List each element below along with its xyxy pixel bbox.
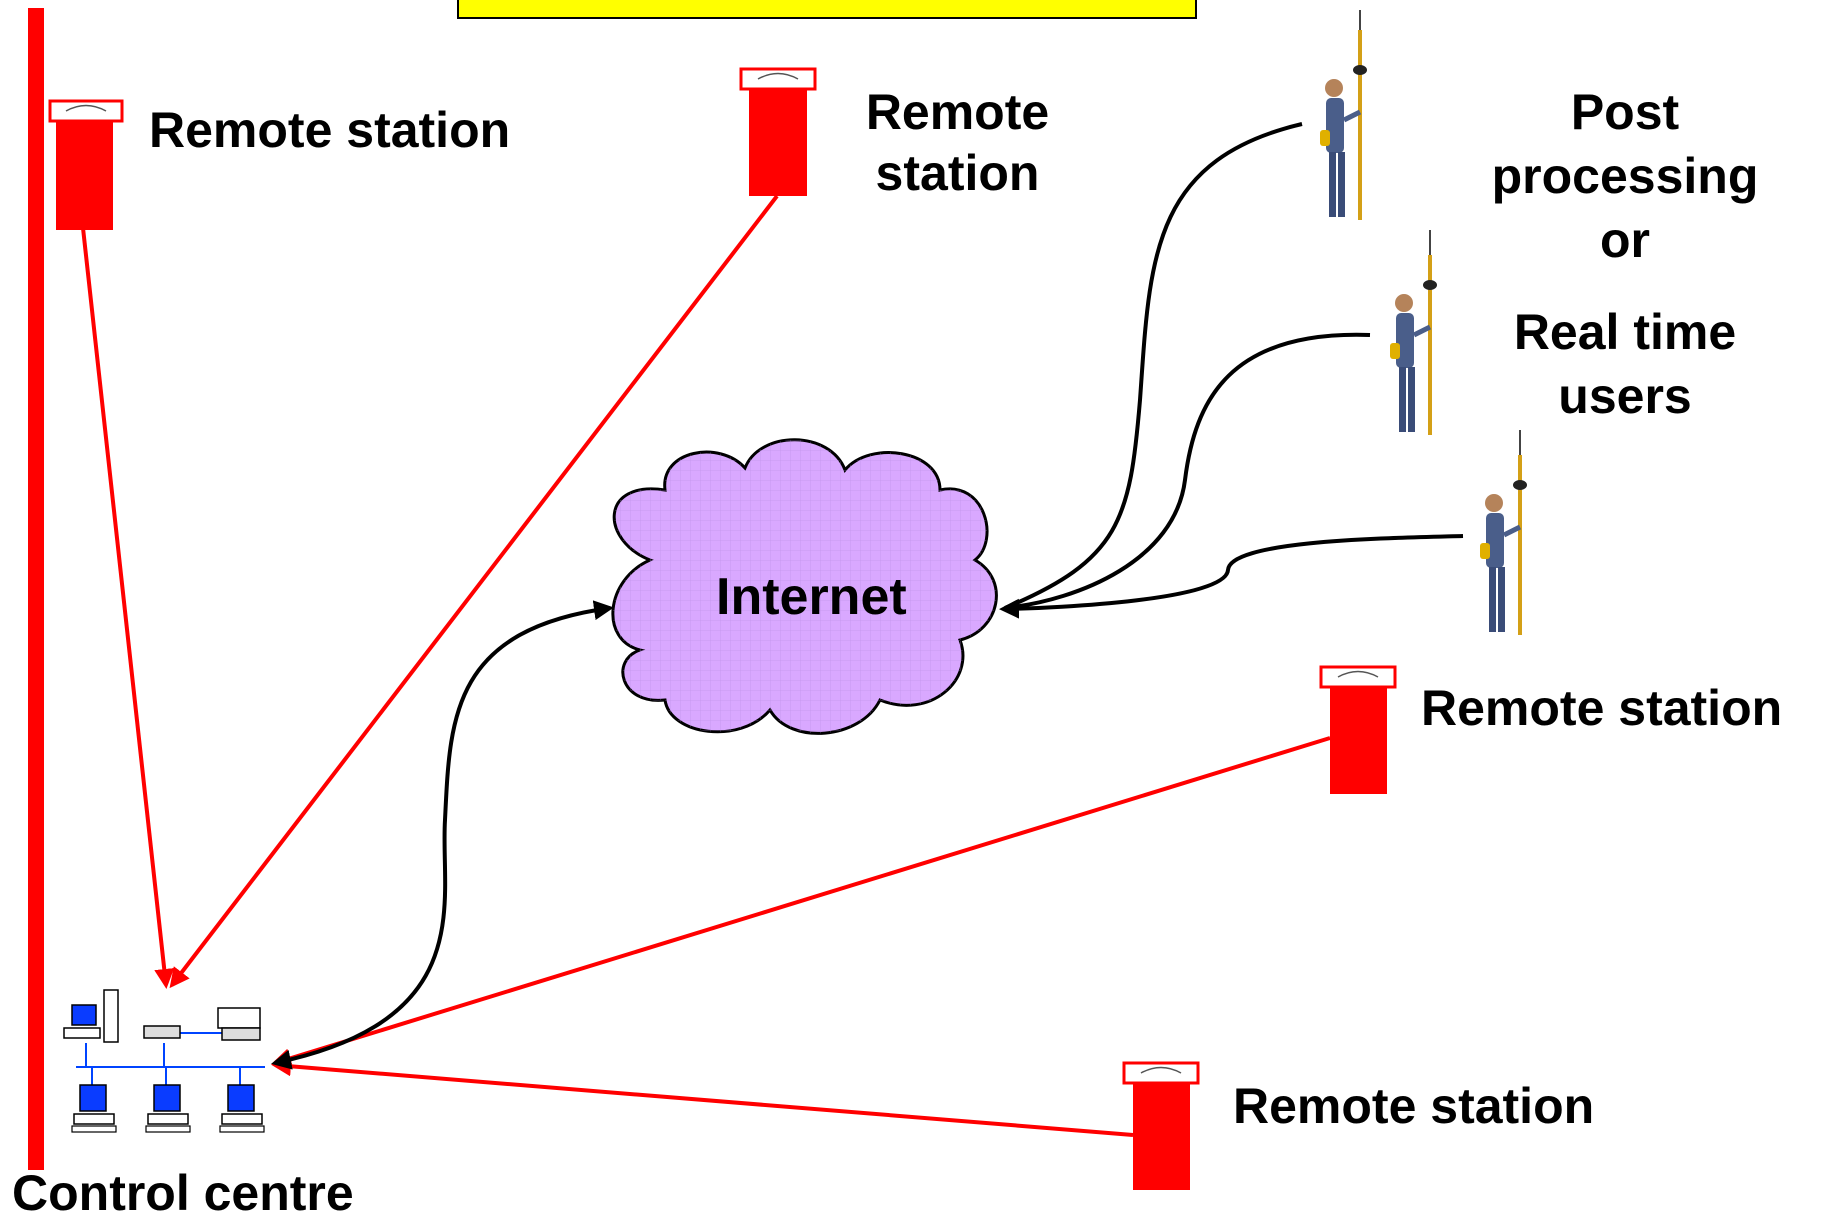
internet-label: Internet	[716, 568, 907, 626]
remote-station-label-2: Remote station	[845, 82, 1070, 204]
users-label-line2: processing	[1491, 148, 1759, 204]
hub-icon	[143, 1025, 181, 1039]
users-label-line5: users	[1558, 368, 1692, 424]
surveyor-rover-icon	[1480, 430, 1527, 635]
computer-icon	[145, 1084, 191, 1133]
control-centre-network	[63, 989, 265, 1133]
remote-station-label-4: Remote station	[1233, 1078, 1595, 1134]
surveyor-rover-icon	[1390, 230, 1437, 435]
computer-icon	[219, 1084, 265, 1133]
computer-icon	[63, 989, 119, 1043]
link-station-3	[271, 736, 1331, 1068]
gnss-antenna-icon	[48, 99, 124, 230]
link-control-internet	[271, 600, 614, 1070]
computer-icon	[71, 1084, 117, 1133]
gnss-antenna-icon	[739, 67, 817, 196]
link-station-4	[271, 1056, 1134, 1137]
remote-station-label-2-line1: Remote	[865, 84, 1050, 140]
control-centre-label: Control centre	[12, 1165, 354, 1221]
gnss-antenna-icon	[1319, 665, 1397, 794]
users-label-line1: Post	[1570, 84, 1680, 140]
users-label: Post processing or Real time users	[1460, 82, 1790, 427]
surveyor-rover-icon	[1320, 10, 1367, 220]
link-user-2	[1004, 332, 1371, 610]
link-user-1	[1004, 122, 1303, 610]
cloud-icon	[611, 438, 998, 735]
users-label-line3: or	[1600, 212, 1650, 268]
title-banner	[457, 0, 1197, 19]
remote-station-label-3: Remote station	[1421, 680, 1783, 736]
link-user-3	[999, 534, 1464, 619]
printer-icon	[217, 1007, 261, 1041]
users-label-line4: Real time	[1513, 304, 1737, 360]
remote-station-label-1: Remote station	[149, 102, 511, 158]
left-red-bar	[28, 8, 44, 1170]
remote-station-label-2-line2: station	[875, 145, 1040, 201]
link-station-1	[81, 227, 175, 989]
gnss-antenna-icon	[1122, 1061, 1200, 1190]
